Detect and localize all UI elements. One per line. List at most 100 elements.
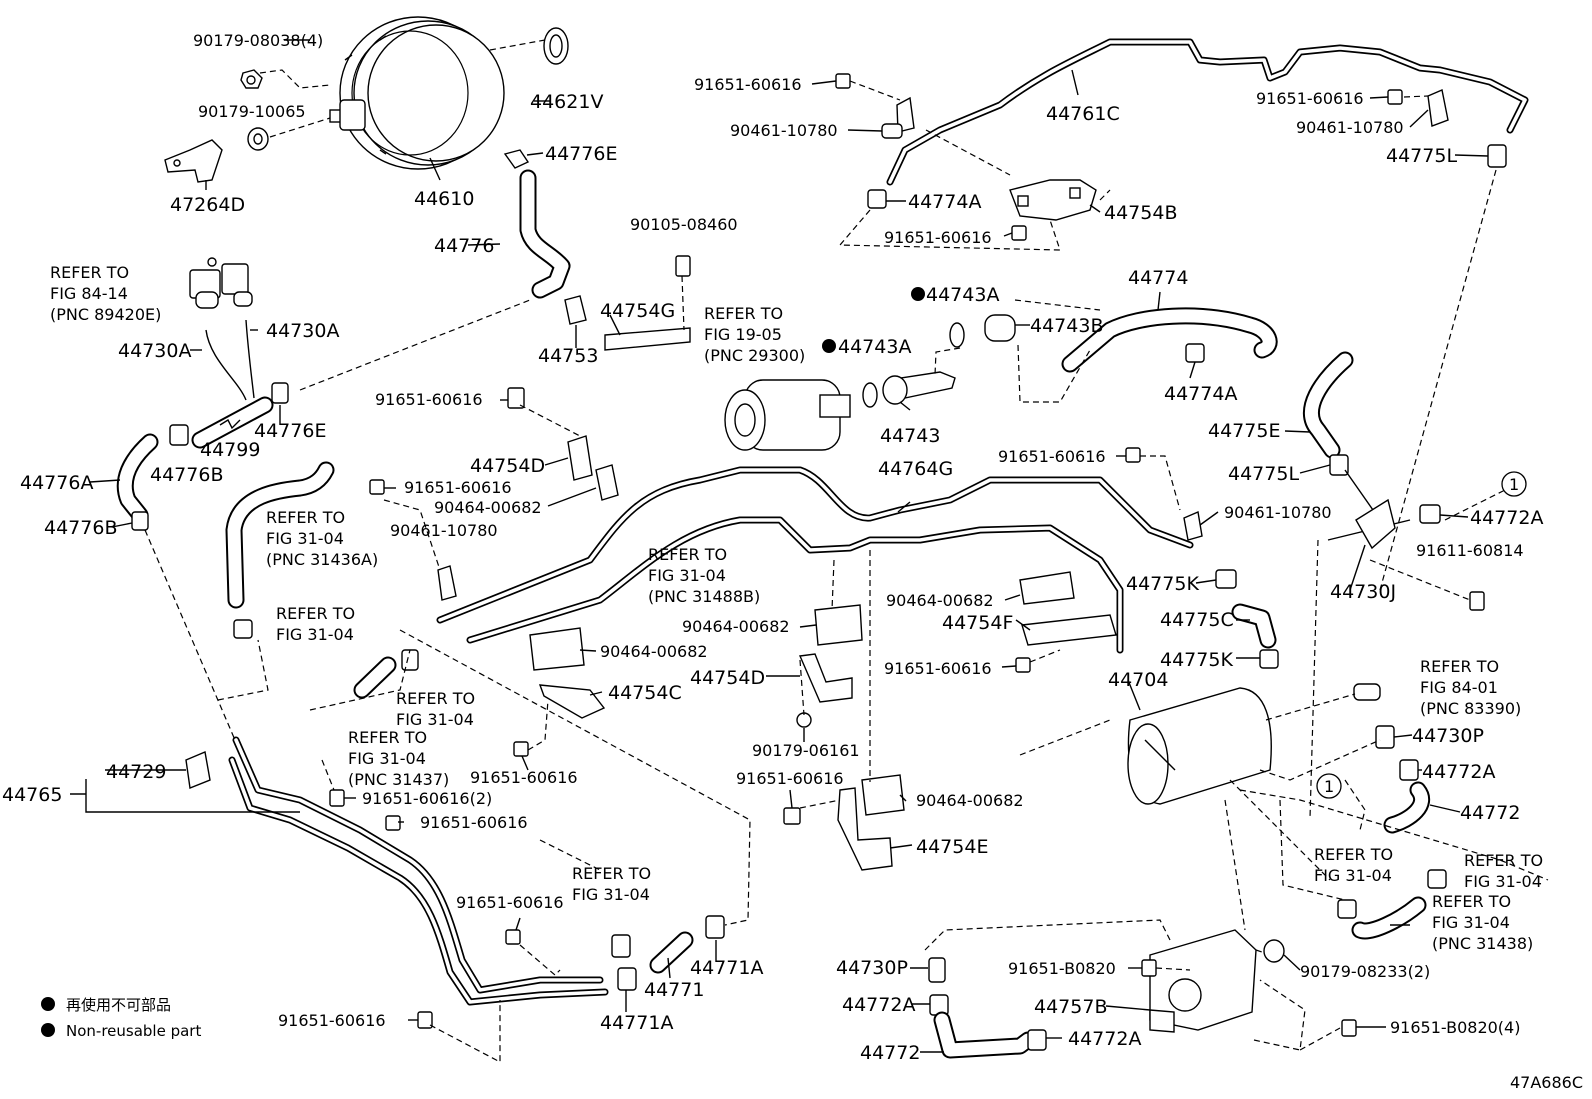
label-44771A-b[interactable]: 44771A bbox=[600, 1012, 673, 1034]
clamp-44772A-c[interactable] bbox=[929, 994, 949, 1016]
clamp-90464-c[interactable] bbox=[814, 604, 863, 646]
bracket-44754B[interactable] bbox=[1009, 179, 1097, 221]
label-44765[interactable]: 44765 bbox=[2, 784, 62, 806]
brake-line-44764G[interactable] bbox=[436, 466, 1194, 624]
refer-fig-31-04-31438[interactable]: REFER TO FIG 31-04 (PNC 31438) bbox=[1432, 892, 1533, 953]
bracket-44754D-b[interactable] bbox=[798, 653, 853, 703]
brake-line-lower[interactable] bbox=[466, 516, 1124, 654]
bolt-91651-l[interactable] bbox=[505, 929, 521, 945]
refer-fig-31-04-31488b[interactable]: REFER TO FIG 31-04 (PNC 31488B) bbox=[648, 545, 760, 606]
label-44754B[interactable]: 44754B bbox=[1104, 202, 1177, 224]
bolt-91651-k[interactable] bbox=[385, 815, 401, 831]
label-44754D-a[interactable]: 44754D bbox=[470, 455, 545, 477]
hose-refer-31436a[interactable] bbox=[225, 461, 335, 609]
union-44743[interactable] bbox=[882, 371, 956, 405]
bolt-91651-h[interactable] bbox=[513, 741, 529, 757]
label-90464-e[interactable]: 90464-00682 bbox=[916, 791, 1024, 810]
clamp-refer-31-04-d[interactable] bbox=[1337, 899, 1357, 919]
clamp-44772A-d[interactable] bbox=[1027, 1029, 1047, 1051]
refer-fig-31-04-31436a[interactable]: REFER TO FIG 31-04 (PNC 31436A) bbox=[266, 508, 378, 569]
refer-fig-19-05[interactable]: REFER TO FIG 19-05 (PNC 29300) bbox=[704, 304, 805, 365]
label-91651-e[interactable]: 91651-60616 bbox=[404, 478, 512, 497]
label-44775E[interactable]: 44775E bbox=[1208, 420, 1280, 442]
label-44757B[interactable]: 44757B bbox=[1034, 996, 1107, 1018]
clip-90461-a[interactable] bbox=[881, 96, 915, 139]
label-91611-60814[interactable]: 91611-60814 bbox=[1416, 541, 1524, 560]
bracket-44757B[interactable] bbox=[1149, 929, 1257, 1033]
bracket-44754F[interactable] bbox=[1021, 614, 1117, 646]
hose-44774[interactable] bbox=[1061, 307, 1278, 373]
label-44776B-a[interactable]: 44776B bbox=[150, 464, 223, 486]
label-90179-08038[interactable]: 90179-08038(4) bbox=[193, 31, 323, 50]
label-91651-j[interactable]: 91651-60616(2) bbox=[362, 789, 492, 808]
clamp-44774A-b[interactable] bbox=[1185, 343, 1205, 363]
label-91651-f[interactable]: 91651-60616 bbox=[998, 447, 1106, 466]
clamp-44775L-a[interactable] bbox=[1487, 144, 1507, 168]
plug-44743B[interactable] bbox=[984, 314, 1016, 342]
refer-fig-84-14[interactable]: REFER TO FIG 84-14 (PNC 89420E) bbox=[50, 263, 161, 324]
label-44775C[interactable]: 44775C bbox=[1160, 609, 1234, 631]
hose-44775E[interactable] bbox=[1303, 351, 1354, 459]
label-91651-i[interactable]: 91651-60616 bbox=[736, 769, 844, 788]
label-44743A-b[interactable]: 44743A bbox=[838, 336, 911, 358]
damper-44753[interactable] bbox=[564, 295, 587, 325]
bolt-91651-a[interactable] bbox=[835, 73, 851, 89]
label-91651-a[interactable]: 91651-60616 bbox=[694, 75, 802, 94]
bracket-44754D-a[interactable] bbox=[567, 435, 593, 481]
label-90461-b[interactable]: 90461-10780 bbox=[1296, 118, 1404, 137]
label-91651-B0820-4[interactable]: 91651-B0820(4) bbox=[1390, 1018, 1520, 1037]
label-44743B[interactable]: 44743B bbox=[1030, 315, 1103, 337]
clamp-44772A-b[interactable] bbox=[1399, 759, 1419, 781]
label-91651-b[interactable]: 91651-60616 bbox=[884, 228, 992, 247]
label-90464-c[interactable]: 90464-00682 bbox=[682, 617, 790, 636]
bracket-47264D[interactable] bbox=[164, 139, 223, 183]
label-44771[interactable]: 44771 bbox=[644, 979, 704, 1001]
clip-90461-d[interactable] bbox=[1183, 511, 1203, 541]
clamp-44776E-top[interactable] bbox=[503, 149, 530, 169]
label-90461-c[interactable]: 90461-10780 bbox=[390, 521, 498, 540]
label-90464-a[interactable]: 90464-00682 bbox=[434, 498, 542, 517]
label-90179-08233[interactable]: 90179-08233(2) bbox=[1300, 962, 1430, 981]
hose-44771[interactable] bbox=[649, 931, 694, 974]
clamp-44774A-a[interactable] bbox=[867, 189, 887, 209]
bolt-91651-b[interactable] bbox=[1011, 225, 1027, 241]
clamp-44775L-b[interactable] bbox=[1329, 454, 1349, 476]
bolt-91651-c[interactable] bbox=[1387, 89, 1403, 105]
label-44610[interactable]: 44610 bbox=[414, 188, 474, 210]
label-44776[interactable]: 44776 bbox=[434, 235, 494, 257]
gasket-44743A-a[interactable] bbox=[949, 322, 965, 348]
label-44772-b[interactable]: 44772 bbox=[860, 1042, 920, 1064]
label-44772A-a[interactable]: 44772A bbox=[1470, 507, 1543, 529]
hose-refer-31438[interactable] bbox=[1351, 896, 1427, 940]
label-44771A-a[interactable]: 44771A bbox=[690, 957, 763, 979]
bolt-91651-f[interactable] bbox=[1125, 447, 1141, 463]
brake-line-44765[interactable] bbox=[228, 736, 609, 1006]
label-44772A-d[interactable]: 44772A bbox=[1068, 1028, 1141, 1050]
label-44704[interactable]: 44704 bbox=[1108, 669, 1168, 691]
label-91651-l[interactable]: 91651-60616 bbox=[456, 893, 564, 912]
hose-44772-b[interactable] bbox=[933, 1011, 1037, 1059]
clamp-refer-31-04-a[interactable] bbox=[233, 619, 253, 639]
label-44776E-top[interactable]: 44776E bbox=[545, 143, 617, 165]
label-44754F[interactable]: 44754F bbox=[942, 612, 1013, 634]
label-44774[interactable]: 44774 bbox=[1128, 267, 1188, 289]
nut-90179-08038[interactable] bbox=[240, 69, 263, 89]
label-90464-b[interactable]: 90464-00682 bbox=[886, 591, 994, 610]
label-44774A-a[interactable]: 44774A bbox=[908, 191, 981, 213]
label-44772A-b[interactable]: 44772A bbox=[1422, 761, 1495, 783]
label-44730P-b[interactable]: 44730P bbox=[836, 957, 908, 979]
label-90461-a[interactable]: 90461-10780 bbox=[730, 121, 838, 140]
label-91651-d[interactable]: 91651-60616 bbox=[375, 390, 483, 409]
label-90179-10065[interactable]: 90179-10065 bbox=[198, 102, 306, 121]
bracket-44754C[interactable] bbox=[538, 684, 606, 719]
label-44754D-b[interactable]: 44754D bbox=[690, 667, 765, 689]
bolt-91651-i[interactable] bbox=[783, 807, 801, 825]
label-91651-c[interactable]: 91651-60616 bbox=[1256, 89, 1364, 108]
bolt-91651-e[interactable] bbox=[369, 479, 385, 495]
check-valve-44730J[interactable] bbox=[1327, 469, 1411, 550]
hose-44772-a[interactable] bbox=[1383, 781, 1431, 834]
brake-booster-44610[interactable] bbox=[329, 16, 505, 170]
label-91651-m[interactable]: 91651-60616 bbox=[278, 1011, 386, 1030]
gasket-44743A-b[interactable] bbox=[862, 382, 878, 408]
check-valve-44730P-b[interactable] bbox=[928, 957, 946, 983]
